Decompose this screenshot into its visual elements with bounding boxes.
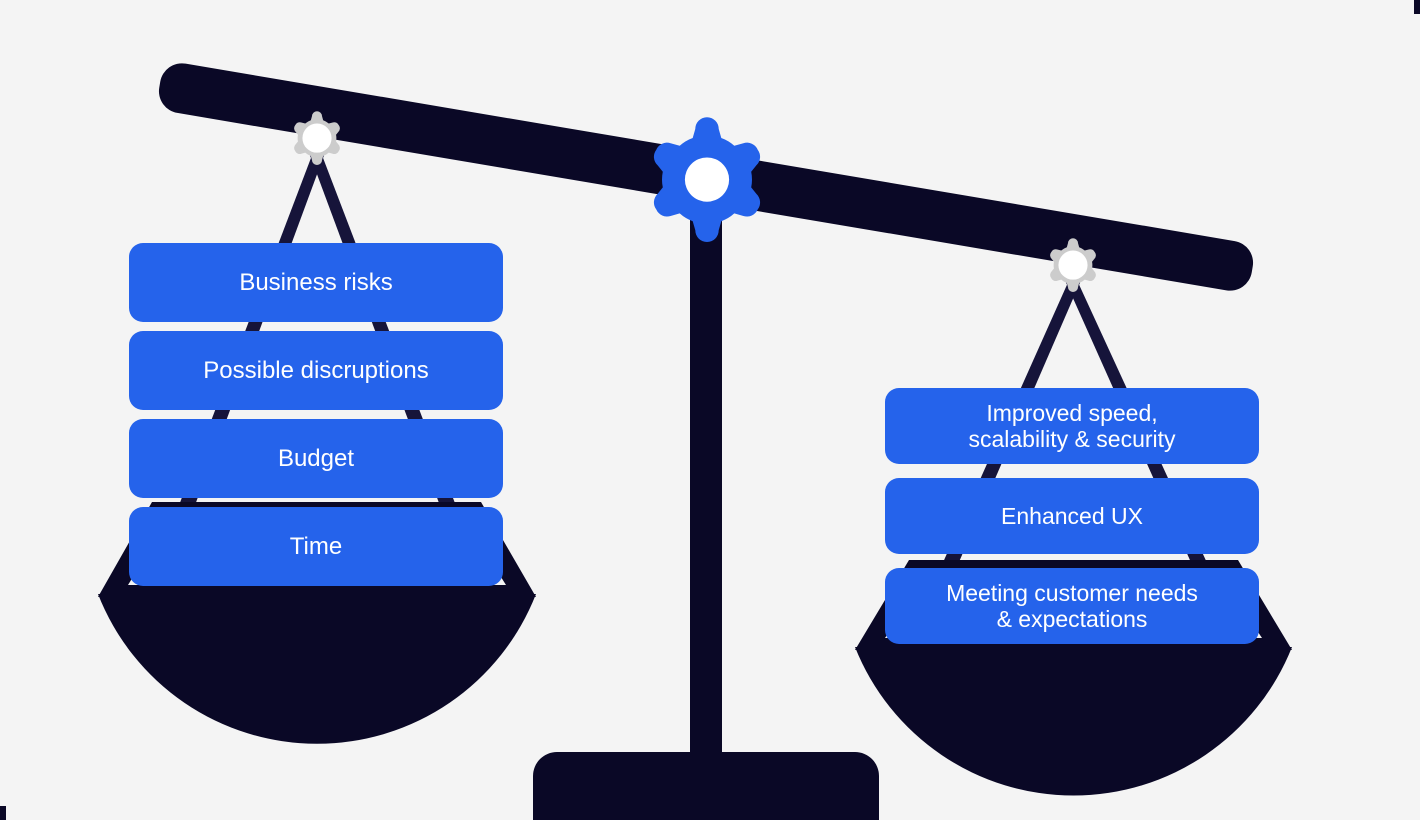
right-card-meeting-needs-line1: Meeting customer needs: [946, 579, 1198, 606]
left-card-possible-discruptions-label: Possible discruptions: [203, 356, 429, 384]
right-card-meeting-needs-line2: & expectations: [996, 606, 1148, 632]
left-gear-icon: [294, 111, 340, 165]
right-card-improved-speed[interactable]: Improved speed, scalability & security: [885, 388, 1259, 464]
corner-artifact-top-right: [1414, 0, 1420, 14]
center-pillar: [690, 170, 722, 770]
left-card-budget[interactable]: Budget: [129, 419, 503, 498]
scale-stand: [533, 170, 879, 820]
left-card-budget-label: Budget: [277, 444, 355, 472]
right-card-meeting-needs[interactable]: Meeting customer needs & expectations: [885, 568, 1259, 644]
right-suspension-strings: [903, 278, 1248, 652]
right-card-enhanced-ux-label: Enhanced UX: [895, 503, 1249, 529]
right-card-enhanced-ux-line1: Enhanced UX: [1001, 502, 1143, 529]
left-card-business-risks[interactable]: Business risks: [129, 243, 503, 322]
right-card-improved-speed-line1: Improved speed,: [986, 399, 1158, 426]
left-pan-bowl: [98, 502, 536, 744]
right-card-meeting-needs-label: Meeting customer needs & expectations: [895, 580, 1249, 633]
right-card-improved-speed-line2: scalability & security: [968, 426, 1176, 452]
center-gear-icon: [653, 117, 761, 242]
right-card-improved-speed-label: Improved speed, scalability & security: [895, 400, 1249, 453]
right-gear-icon: [1050, 238, 1096, 292]
left-card-time-label: Time: [289, 532, 343, 560]
right-card-enhanced-ux[interactable]: Enhanced UX: [885, 478, 1259, 554]
left-card-time[interactable]: Time: [129, 507, 503, 586]
left-card-possible-discruptions[interactable]: Possible discruptions: [129, 331, 503, 410]
left-card-business-risks-label: Business risks: [239, 268, 393, 296]
corner-artifact-bottom-left: [0, 806, 6, 820]
base-stand: [533, 752, 879, 820]
